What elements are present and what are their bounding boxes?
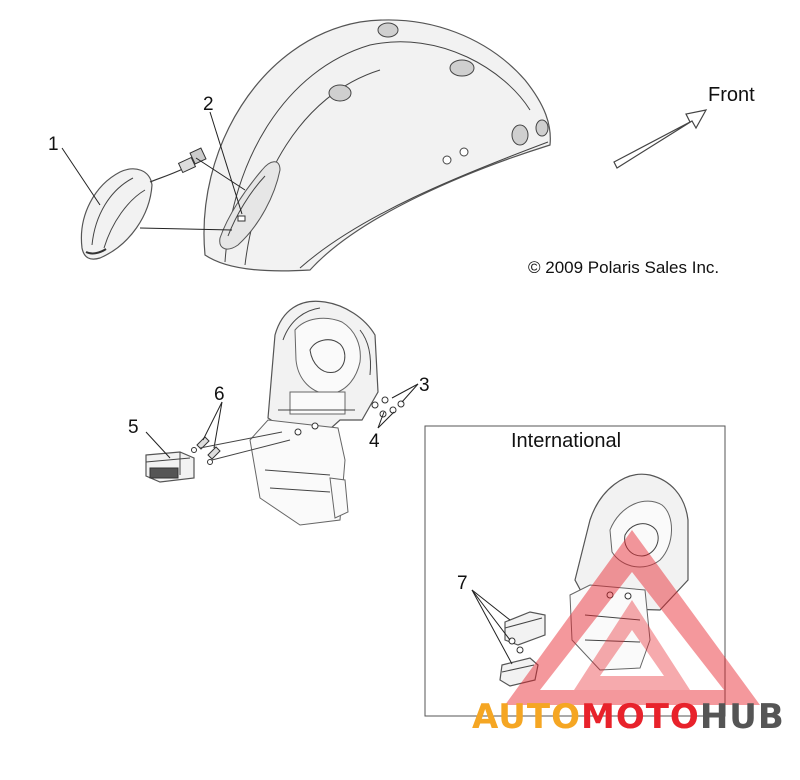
copyright-notice: © 2009 Polaris Sales Inc. bbox=[528, 258, 719, 277]
fender-bolt bbox=[535, 119, 549, 137]
lamp-recess bbox=[219, 161, 281, 250]
callout-7: 7 bbox=[457, 573, 468, 594]
rear-fender bbox=[203, 19, 551, 272]
watermark-logo bbox=[505, 530, 760, 705]
fender-hole bbox=[459, 147, 469, 157]
fender-bolt bbox=[511, 124, 529, 146]
watermark-auto: AUTO bbox=[472, 697, 581, 737]
watermark-moto: MOTO bbox=[581, 697, 700, 737]
license-lamp bbox=[145, 431, 195, 483]
callout-6: 6 bbox=[214, 384, 225, 405]
wire-grommet bbox=[237, 215, 246, 222]
tail-lamp bbox=[80, 147, 246, 260]
lamp-wire bbox=[149, 167, 186, 183]
watermark-text: AUTOMOTOHUB bbox=[472, 697, 785, 737]
lamp-screws bbox=[191, 401, 291, 465]
front-direction-arrow bbox=[613, 109, 708, 169]
watermark-triangle bbox=[505, 530, 760, 705]
international-bracket bbox=[569, 473, 689, 671]
nuts-and-washers bbox=[371, 383, 419, 429]
fender-bolt bbox=[449, 59, 475, 77]
callout-1: 1 bbox=[48, 134, 59, 155]
license-plate-bracket bbox=[249, 300, 379, 526]
fender-bolt bbox=[328, 84, 352, 102]
callout-3: 3 bbox=[419, 375, 430, 396]
front-label: Front bbox=[708, 84, 755, 106]
inset-title: International bbox=[511, 430, 621, 452]
callout-5: 5 bbox=[128, 417, 139, 438]
callout-4: 4 bbox=[369, 431, 380, 452]
fender-bolt bbox=[377, 22, 399, 38]
lamp-connector bbox=[177, 156, 197, 174]
watermark-hub: HUB bbox=[700, 697, 785, 737]
callout-2: 2 bbox=[203, 94, 214, 115]
international-inset-frame bbox=[424, 425, 726, 717]
fender-hole bbox=[442, 155, 452, 165]
international-license-lamp bbox=[471, 589, 546, 687]
